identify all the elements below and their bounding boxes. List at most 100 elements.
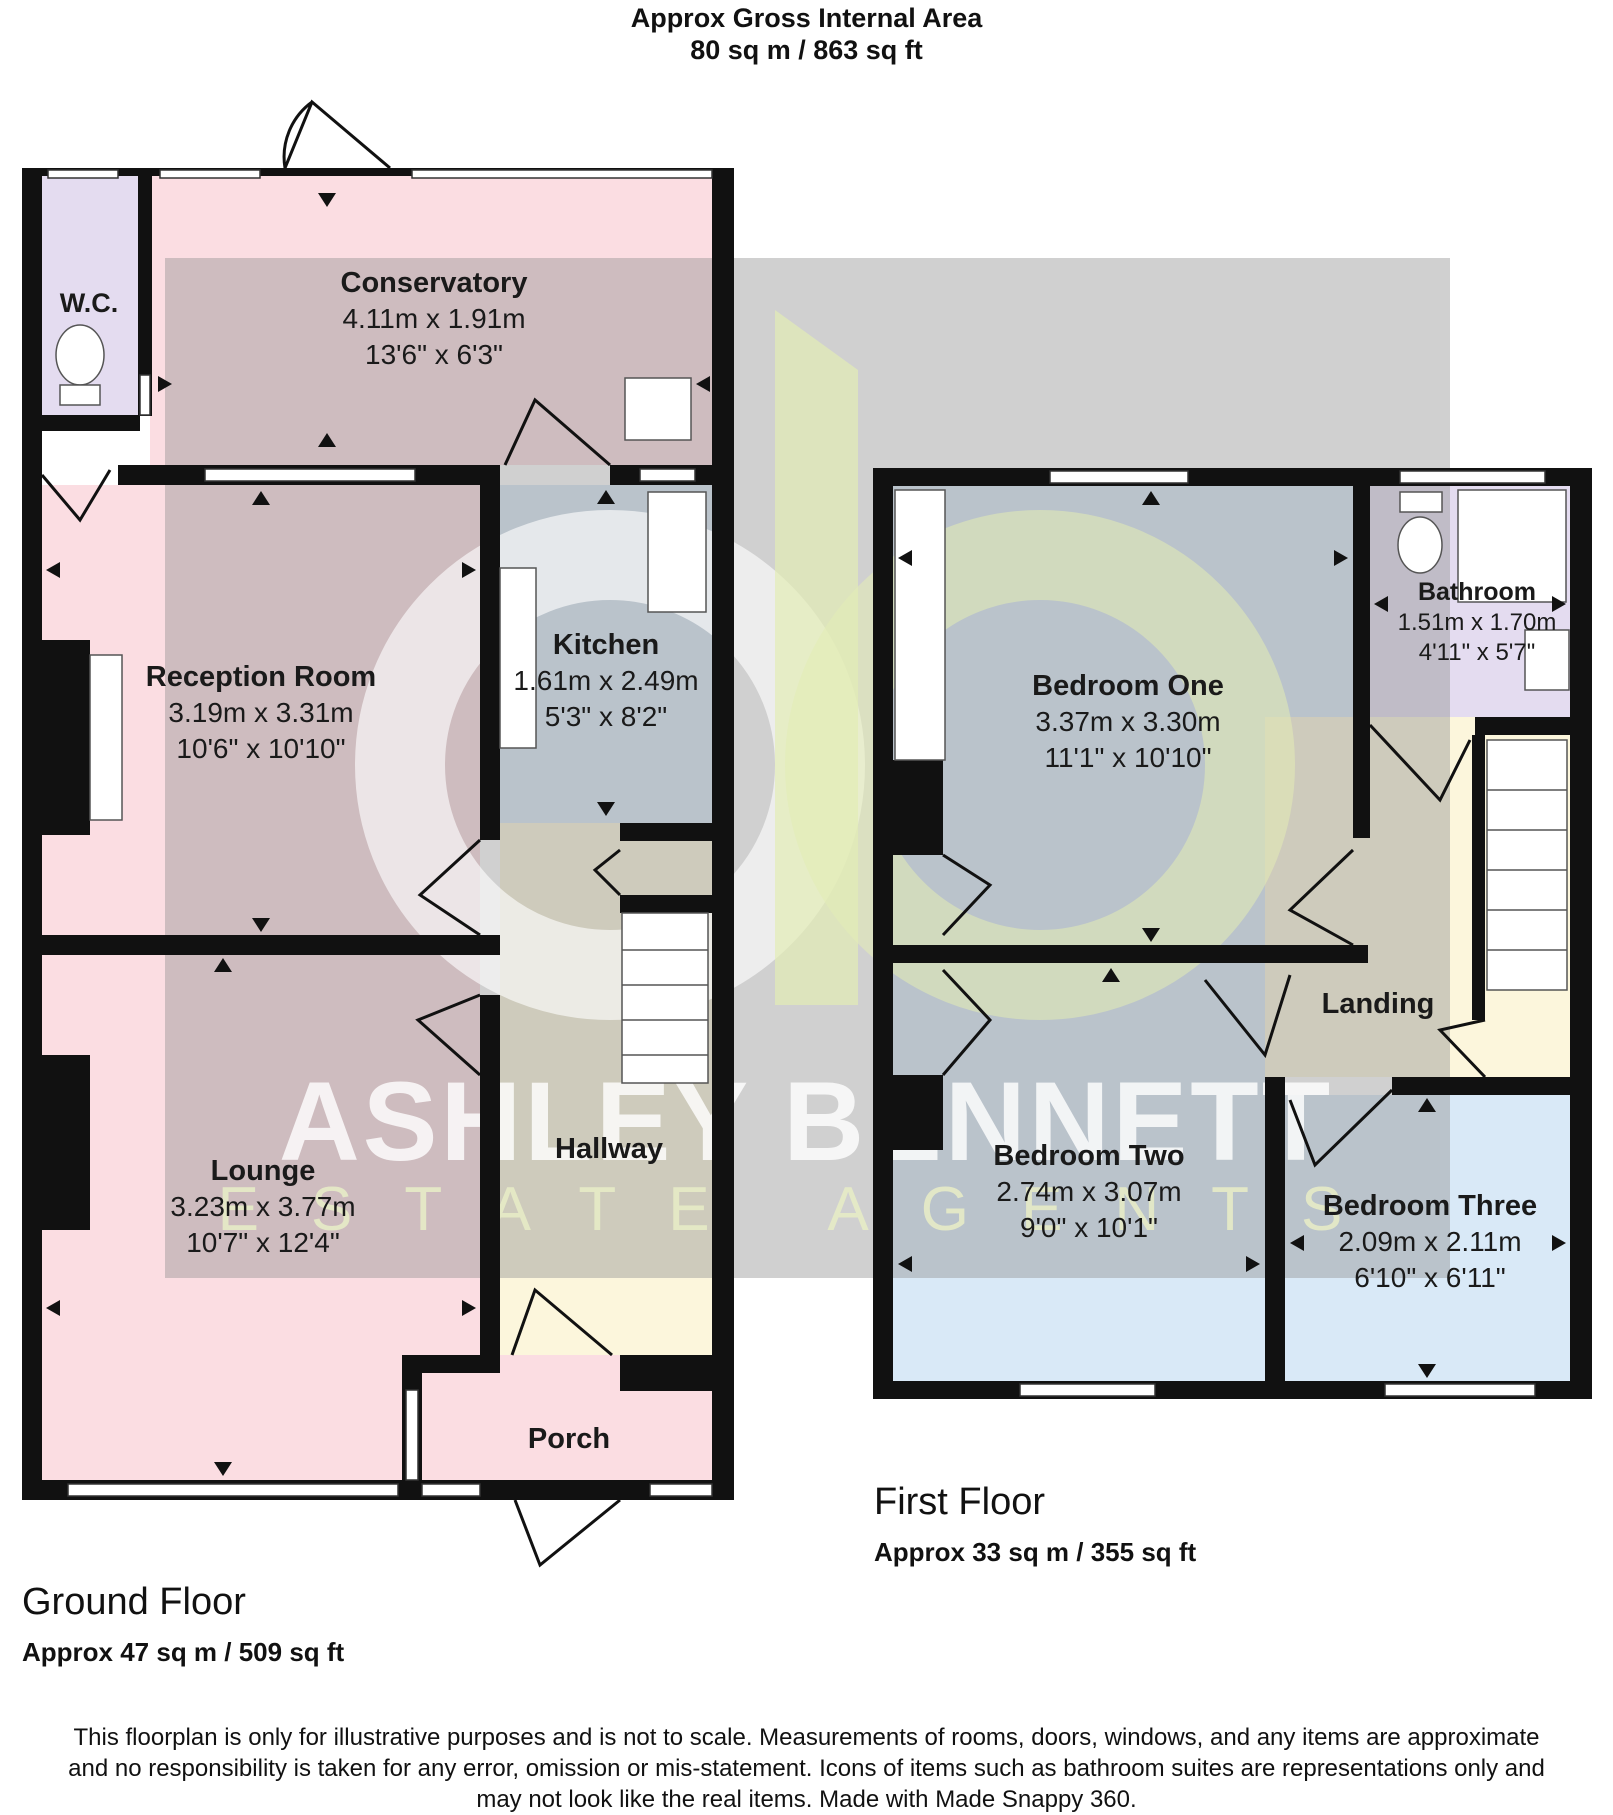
window-reception [204, 468, 416, 482]
first-floor-labels: Bedroom One 3.37m x 3.30m 11'1" x 10'10"… [993, 578, 1556, 1293]
reception-metric: 3.19m x 3.31m [168, 697, 353, 728]
bedroom-two-metric: 2.74m x 3.07m [996, 1176, 1181, 1207]
door-conservatory-rear [282, 99, 391, 170]
disclaimer-line-3: may not look like the real items. Made w… [476, 1786, 1137, 1813]
door-front [513, 1498, 621, 1568]
bathroom-metric: 1.51m x 1.70m [1398, 609, 1557, 636]
door-bed2 [1203, 974, 1292, 1059]
arrow-kitchen-top [597, 490, 615, 504]
arrow-reception-right [462, 562, 476, 578]
bedroom-one-metric: 3.37m x 3.30m [1035, 706, 1220, 737]
bedroom-two-label: Bedroom Two [993, 1140, 1184, 1172]
arrow-reception-bottom [252, 918, 270, 932]
wall-stair [620, 895, 712, 913]
bedroom-three-fill [1285, 1095, 1570, 1381]
wall-wc-bottom [22, 415, 140, 431]
ground-floor-fixtures [55, 324, 709, 1084]
kitchen-metric: 1.61m x 2.49m [513, 665, 698, 696]
door-bed3 [1288, 1088, 1394, 1168]
lounge-label: Lounge [211, 1155, 316, 1187]
arrow-bed3-left [1290, 1235, 1304, 1251]
arrow-bed3-top [1418, 1098, 1436, 1112]
arrow-kitchen-bottom [597, 802, 615, 816]
wc-cistern-icon [59, 384, 101, 406]
door-kitchen [503, 397, 611, 467]
reception-fireplace-icon [89, 654, 123, 821]
bedroom-three-metric: 2.09m x 2.11m [1338, 1226, 1521, 1257]
ff-wall-stair-left [1472, 735, 1485, 1020]
conservatory-sink-icon [624, 377, 692, 441]
window-conservatory-right [411, 169, 713, 179]
arrow-bed3-right [1552, 1235, 1566, 1251]
ff-chimney-bed1 [893, 760, 943, 855]
disclaimer-line-1: This floorplan is only for illustrative … [73, 1724, 1540, 1751]
bath-toilet-icon [1397, 516, 1443, 574]
ff-chimney-bed2 [893, 1075, 943, 1150]
watermark: ASHLEY BENNETT ESTATE AGENTS [165, 258, 1450, 1278]
wall-outer-right [712, 168, 734, 1500]
window-porch-left [421, 1483, 481, 1497]
window-porch-right [649, 1483, 713, 1497]
ground-floor-windows [47, 169, 713, 1497]
window-porch-side [405, 1389, 419, 1481]
header-area: 80 sq m / 863 sq ft [690, 35, 923, 65]
ff-wall-bath-bottom [1475, 717, 1570, 735]
wc-label: W.C. [60, 288, 119, 318]
arrow-bed1-bottom [1142, 928, 1160, 942]
wall-mid-upper [480, 485, 500, 840]
wall-mid-lower [480, 995, 500, 1355]
window-wc-side [139, 374, 151, 416]
arrow-conservatory-left [158, 376, 172, 392]
arrow-reception-left [46, 562, 60, 578]
door-bed1-wardrobe [941, 853, 993, 937]
bathroom-imperial: 4'11" x 5'7" [1419, 639, 1536, 666]
ground-floor-labels: W.C. Conservatory 4.11m x 1.91m 13'6" x … [60, 267, 699, 1455]
disclaimer: This floorplan is only for illustrative … [0, 1722, 1613, 1815]
porch-label: Porch [528, 1423, 610, 1455]
hallway-label: Hallway [555, 1133, 663, 1165]
wall-porch-top [402, 1355, 500, 1373]
lounge-imperial: 10'7" x 12'4" [186, 1227, 340, 1258]
arrow-conservatory-top [318, 193, 336, 207]
door-wc [40, 469, 112, 523]
door-bathroom [1368, 723, 1472, 803]
arrow-bath-right [1552, 596, 1566, 612]
conservatory-metric: 4.11m x 1.91m [342, 303, 525, 334]
wc-toilet-icon [55, 324, 105, 386]
arrow-conservatory-right [696, 376, 710, 392]
bedroom-one-label: Bedroom One [1032, 670, 1224, 702]
bath-cistern-icon [1399, 491, 1443, 513]
stair-ground [621, 912, 709, 1084]
arrow-bed2-top [1102, 968, 1120, 982]
lounge-metric: 3.23m x 3.77m [170, 1191, 355, 1222]
door-lounge [415, 993, 481, 1077]
reception-label: Reception Room [146, 661, 376, 693]
bedroom-one-imperial: 11'1" x 10'10" [1044, 742, 1211, 773]
window-bathroom [1399, 470, 1546, 484]
door-porch-inner [510, 1287, 613, 1357]
bed1-wardrobe-icon [894, 489, 946, 761]
bedroom-two-fill [893, 963, 1265, 1381]
arrow-lounge-right [462, 1300, 476, 1316]
wall-wc-right [138, 168, 152, 416]
door-kitchen-hall [592, 848, 622, 897]
window-lounge [67, 1483, 399, 1497]
arrow-bed2-left [898, 1256, 912, 1272]
window-conservatory-left [159, 169, 261, 179]
arrow-bed3-bottom [1418, 1364, 1436, 1378]
kitchen-counter-icon [499, 567, 537, 749]
arrow-bed1-left [898, 550, 912, 566]
ff-stairs [1486, 739, 1568, 991]
bath-basin-icon [1524, 629, 1570, 691]
kitchen-sink-icon [647, 491, 707, 613]
dimension-arrows [46, 193, 1566, 1476]
ff-wall-left [873, 468, 893, 1398]
wall-porch-top-right [620, 1355, 712, 1391]
ff-wall-bed1-bottom [893, 945, 1368, 963]
door-reception [417, 838, 482, 937]
wall-kitchen-bottom [620, 823, 712, 841]
arrow-lounge-top [214, 958, 232, 972]
watermark-tagline: ESTATE AGENTS [218, 1175, 1395, 1244]
ff-wall-right [1570, 468, 1592, 1398]
